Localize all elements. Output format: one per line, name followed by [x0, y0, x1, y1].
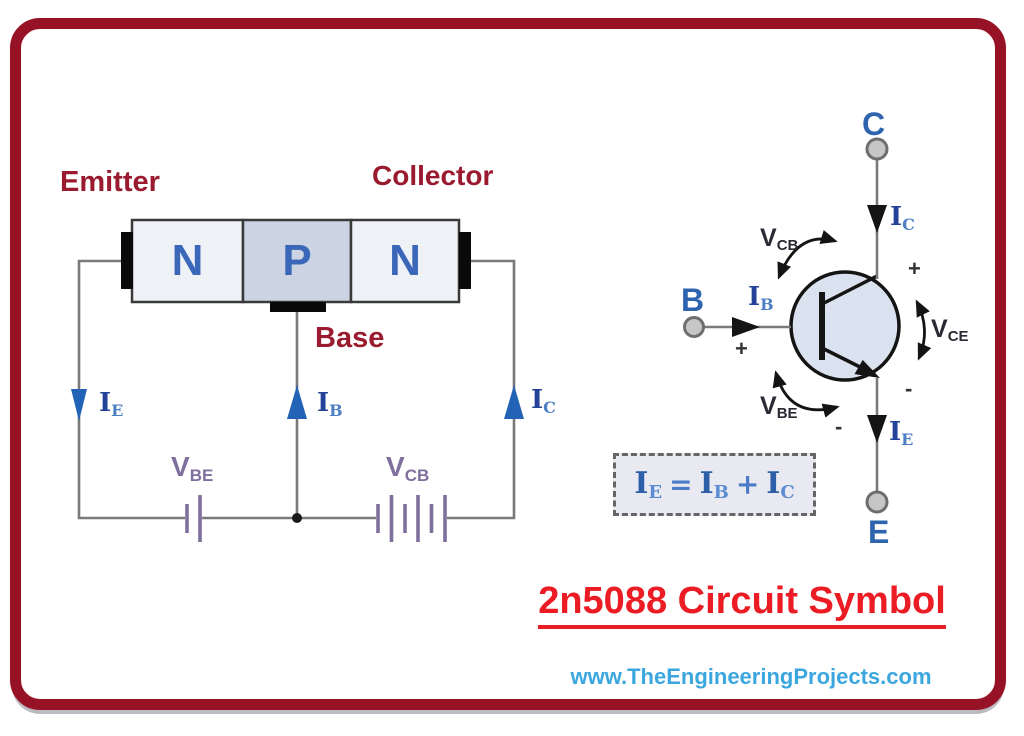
transistor-collector-lead: [823, 274, 878, 305]
rounded-border-frame: [10, 18, 1006, 710]
vbe-sub: BE: [189, 466, 214, 485]
p-region-letter: P: [282, 236, 312, 285]
ic-current-label-right: IC: [890, 202, 915, 234]
equation-lhs: IE: [634, 466, 662, 503]
equation-rhs1: IB: [700, 466, 729, 503]
ie-arrow-down-icon: [71, 389, 87, 421]
equation-rhs2: IC: [766, 466, 794, 503]
n-region-collector: [349, 218, 461, 304]
ib-main: I: [317, 388, 330, 418]
ie-right-main: I: [889, 417, 902, 447]
equals-sign: =: [669, 468, 693, 501]
vcb-right-sub: CB: [776, 237, 799, 254]
ib-arrow-up-icon: [287, 385, 307, 419]
ic-right-sub: C: [902, 215, 915, 234]
ic-sub: C: [543, 398, 556, 417]
emitter-arrowhead-icon: [854, 359, 880, 378]
emitter-contact: [121, 232, 133, 289]
collector-terminal-dot: [865, 137, 889, 161]
vbe-right-main: V: [760, 392, 777, 420]
ib-arrow-right-icon: [732, 317, 760, 337]
ie-sub: E: [111, 401, 124, 420]
n-region-letter-collector: N: [389, 236, 421, 285]
plus-sign-base: +: [735, 336, 748, 361]
ib-current-label: IB: [317, 388, 343, 420]
base-label: Base: [315, 322, 385, 354]
eq-lhs-main: I: [634, 466, 649, 501]
ie-right-sub: E: [901, 430, 914, 449]
title-container: 2n5088 Circuit Symbol: [500, 580, 984, 629]
vcb-right-main: V: [760, 224, 777, 252]
vcb-sub: CB: [404, 466, 430, 485]
transistor-circle: [789, 270, 901, 382]
ic-arrow-down-icon: [867, 205, 887, 233]
ib-right-sub: B: [760, 295, 774, 314]
plus-operator: +: [735, 468, 760, 501]
ic-arrow-up-icon: [504, 385, 524, 419]
plus-sign-collector: +: [908, 256, 921, 281]
vce-voltage-label: VCE: [931, 315, 969, 345]
n-region-letter-emitter: N: [171, 236, 204, 285]
vbe-right-sub: BE: [776, 405, 798, 422]
vce-curved-arrow: [915, 299, 932, 361]
collector-contact: [459, 232, 471, 289]
vce-sub: CE: [947, 328, 969, 345]
vbe-main: V: [171, 451, 190, 482]
eq-rhs1-sub: B: [713, 482, 729, 503]
base-terminal-dot: [683, 316, 705, 338]
vbe-curved-arrow: [772, 370, 840, 418]
ib-sub: B: [329, 401, 343, 420]
base-terminal-label: B: [681, 282, 705, 318]
current-equation-box: IE = IB + IC: [613, 453, 816, 516]
ie-current-label-right: IE: [889, 417, 913, 449]
page-title: 2n5088 Circuit Symbol: [538, 580, 946, 629]
junction-dot: [292, 513, 302, 523]
vcb-voltage-label-right: VCB: [760, 224, 798, 254]
collector-terminal-label: C: [862, 106, 886, 142]
emitter-terminal-dot: [865, 490, 889, 514]
vcb-main: V: [386, 451, 405, 482]
base-contact: [270, 302, 326, 312]
eq-rhs2-main: I: [766, 466, 781, 501]
vbe-voltage-label-right: VBE: [760, 392, 798, 422]
transistor-emitter-lead: [823, 347, 863, 370]
vcb-curved-arrow: [777, 230, 838, 280]
ib-current-label-right: IB: [748, 282, 774, 314]
eq-lhs-sub: E: [648, 482, 663, 503]
vbe-voltage-label: VBE: [171, 451, 213, 486]
ie-main: I: [99, 388, 112, 418]
eq-rhs1-main: I: [699, 466, 714, 501]
minus-sign-emitter-left: -: [835, 414, 843, 439]
ie-arrow-down-icon-right: [867, 415, 887, 443]
vce-main: V: [931, 315, 948, 343]
ic-main: I: [531, 385, 544, 415]
eq-rhs2-sub: C: [780, 482, 795, 503]
collector-label: Collector: [372, 160, 494, 191]
emitter-terminal-label: E: [868, 514, 890, 550]
emitter-label: Emitter: [60, 166, 160, 198]
website-watermark: www.TheEngineeringProjects.com: [570, 664, 932, 689]
vcb-voltage-label: VCB: [386, 451, 429, 486]
p-region-base: [241, 218, 353, 304]
ic-current-label: IC: [531, 385, 556, 417]
minus-sign-emitter-right: -: [905, 376, 913, 401]
ib-right-main: I: [748, 282, 761, 312]
ic-right-main: I: [890, 202, 903, 232]
ie-current-label: IE: [99, 388, 123, 420]
